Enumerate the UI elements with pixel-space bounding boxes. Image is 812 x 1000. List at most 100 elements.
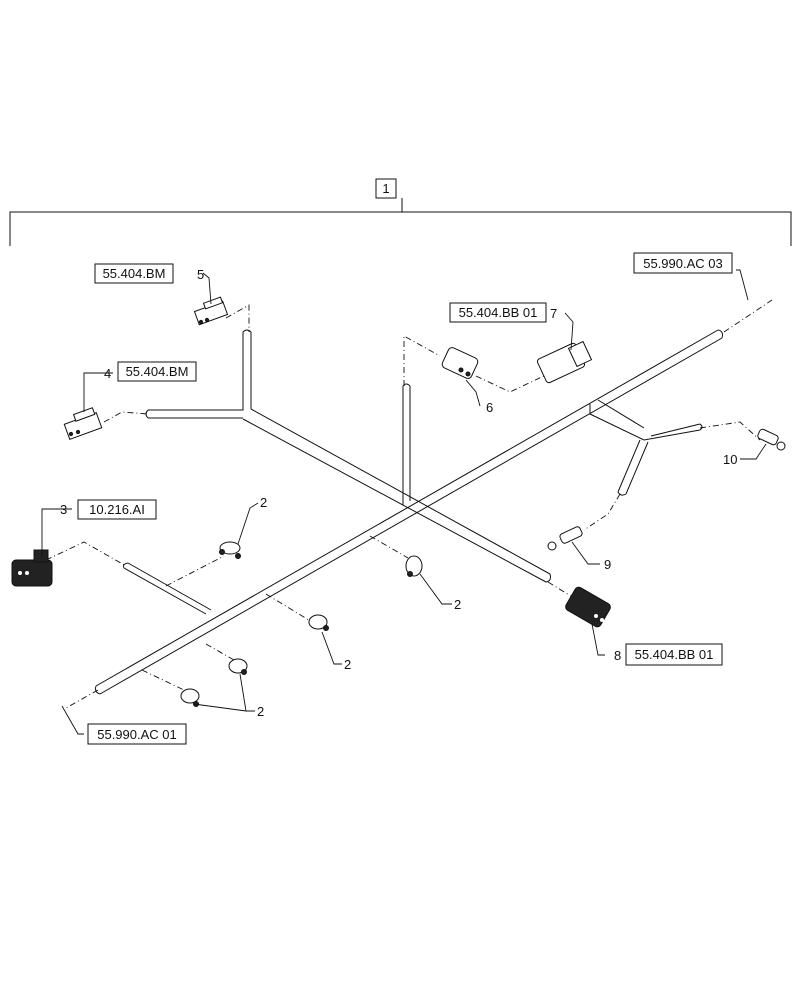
dash-c9: [583, 493, 621, 531]
connector-5: [193, 296, 229, 326]
leader-c2e: [193, 703, 247, 712]
ref-box-5: [94, 263, 174, 284]
dash-c6-c7: [475, 373, 549, 393]
connection-lines: [45, 299, 773, 709]
leader-lines: [41, 269, 767, 735]
ring-terminal-10: [757, 428, 786, 451]
right-y-branch: [589, 399, 701, 441]
ref-4-label: 55.404.BM: [126, 364, 189, 379]
ref-ac01-label: 55.990.AC 01: [97, 727, 177, 742]
connector-5-latch: [202, 296, 224, 310]
ref-5-label: 55.404.BM: [103, 266, 166, 281]
callout-2: 2: [344, 657, 351, 672]
ref-box-ac03: [633, 252, 733, 274]
ref-box-7: [449, 302, 547, 323]
connector-3: [11, 549, 53, 587]
connector-3-latch: [33, 549, 49, 563]
ref-box-4: [117, 361, 197, 382]
reference-boxes: 55.404.BM 55.404.BM 55.404.BB 01 10.216.…: [77, 252, 733, 745]
ring-terminal-10-barrel: [757, 428, 779, 446]
leader-c4: [83, 372, 113, 412]
leader-c3: [41, 508, 72, 556]
wire-harness: [95, 329, 723, 695]
ring-terminal-9-ring: [547, 541, 557, 551]
lower-left-branch: [123, 562, 212, 615]
main-trunk: [95, 329, 723, 695]
leader-c7: [564, 312, 574, 351]
clip-d: [228, 658, 248, 675]
leader-c10: [740, 443, 767, 460]
connector-6-pin: [465, 371, 471, 377]
callout-8: 8: [614, 648, 621, 663]
callout-7: 7: [550, 306, 557, 321]
center-vertical-branch: [402, 386, 411, 505]
callout-4: 4: [104, 366, 111, 381]
clip-fastener: [241, 669, 247, 675]
connector-5-pin: [198, 319, 204, 325]
connector-8: [565, 586, 611, 628]
dash-c3: [45, 541, 127, 567]
connector-8-pin: [594, 614, 598, 618]
ref-ac03-label: 55.990.AC 03: [643, 256, 723, 271]
callout-10: 10: [723, 452, 737, 467]
connector-4-pin: [75, 429, 81, 435]
dash-ac03: [723, 299, 773, 333]
dash-clip-c: [265, 593, 313, 623]
clip-fastener: [235, 553, 241, 559]
leader-c8: [591, 623, 605, 656]
assembly-brace: [9, 198, 792, 246]
dash-c8: [547, 581, 575, 599]
assembly-callout-box: [375, 178, 397, 199]
dash-c4: [103, 411, 149, 423]
ring-terminal-9: [547, 526, 583, 551]
right-branch-end-a: [699, 423, 703, 431]
center-branch-end: [402, 383, 411, 387]
assembly-bracket: 1: [9, 178, 792, 246]
right-branch-end-b: [617, 491, 627, 496]
callout-2: 2: [260, 495, 267, 510]
connector-4-latch: [72, 407, 96, 422]
callout-2: 2: [257, 704, 264, 719]
leader-c2c: [321, 631, 342, 665]
dash-clip-a: [165, 555, 225, 587]
clip-icon: [219, 541, 241, 555]
cross-trunk: [242, 408, 551, 583]
dash-clip-d: [205, 643, 235, 661]
connector-3-pin: [25, 571, 29, 575]
connector-7-cap: [567, 340, 593, 368]
clip-fastener: [407, 571, 413, 577]
dash-clip-e: [141, 669, 185, 691]
clip-e: [180, 688, 200, 707]
callout-2: 2: [454, 597, 461, 612]
clip-c: [308, 614, 329, 631]
connector-4-pin: [68, 431, 74, 437]
connector-7: [536, 340, 593, 384]
lower-left-branch-end: [123, 562, 129, 569]
assembly-callout: 1: [382, 181, 389, 196]
callout-numbers: 5 4 6 7 10 9 8 3 2 2 2 2: [60, 267, 737, 719]
right-branch-down: [617, 439, 649, 495]
leader-ac01: [61, 705, 84, 735]
clip-a: [219, 541, 241, 559]
main-trunk-end-right: [717, 329, 723, 339]
connector-6-pin: [458, 367, 464, 373]
connector-8-icon: [565, 586, 611, 628]
leader-c2b: [419, 573, 452, 605]
ref-box-8: [625, 643, 723, 666]
ref-8-label: 55.404.BB 01: [635, 647, 714, 662]
clip-b: [405, 555, 423, 577]
clip-icon: [180, 688, 200, 704]
leader-c2a: [237, 502, 259, 545]
leader-c5: [202, 272, 212, 305]
ref-box-ac01: [87, 723, 187, 745]
connector-3-icon: [11, 559, 53, 587]
dash-c6-vertical: [403, 335, 441, 386]
dash-clip-b: [369, 535, 409, 559]
clip-fastener: [219, 549, 225, 555]
connector-6: [441, 347, 479, 379]
connector-4: [63, 407, 103, 440]
ring-terminal-10-ring: [776, 441, 786, 451]
leader-c2d: [239, 673, 255, 712]
ring-terminal-9-barrel: [559, 526, 583, 544]
